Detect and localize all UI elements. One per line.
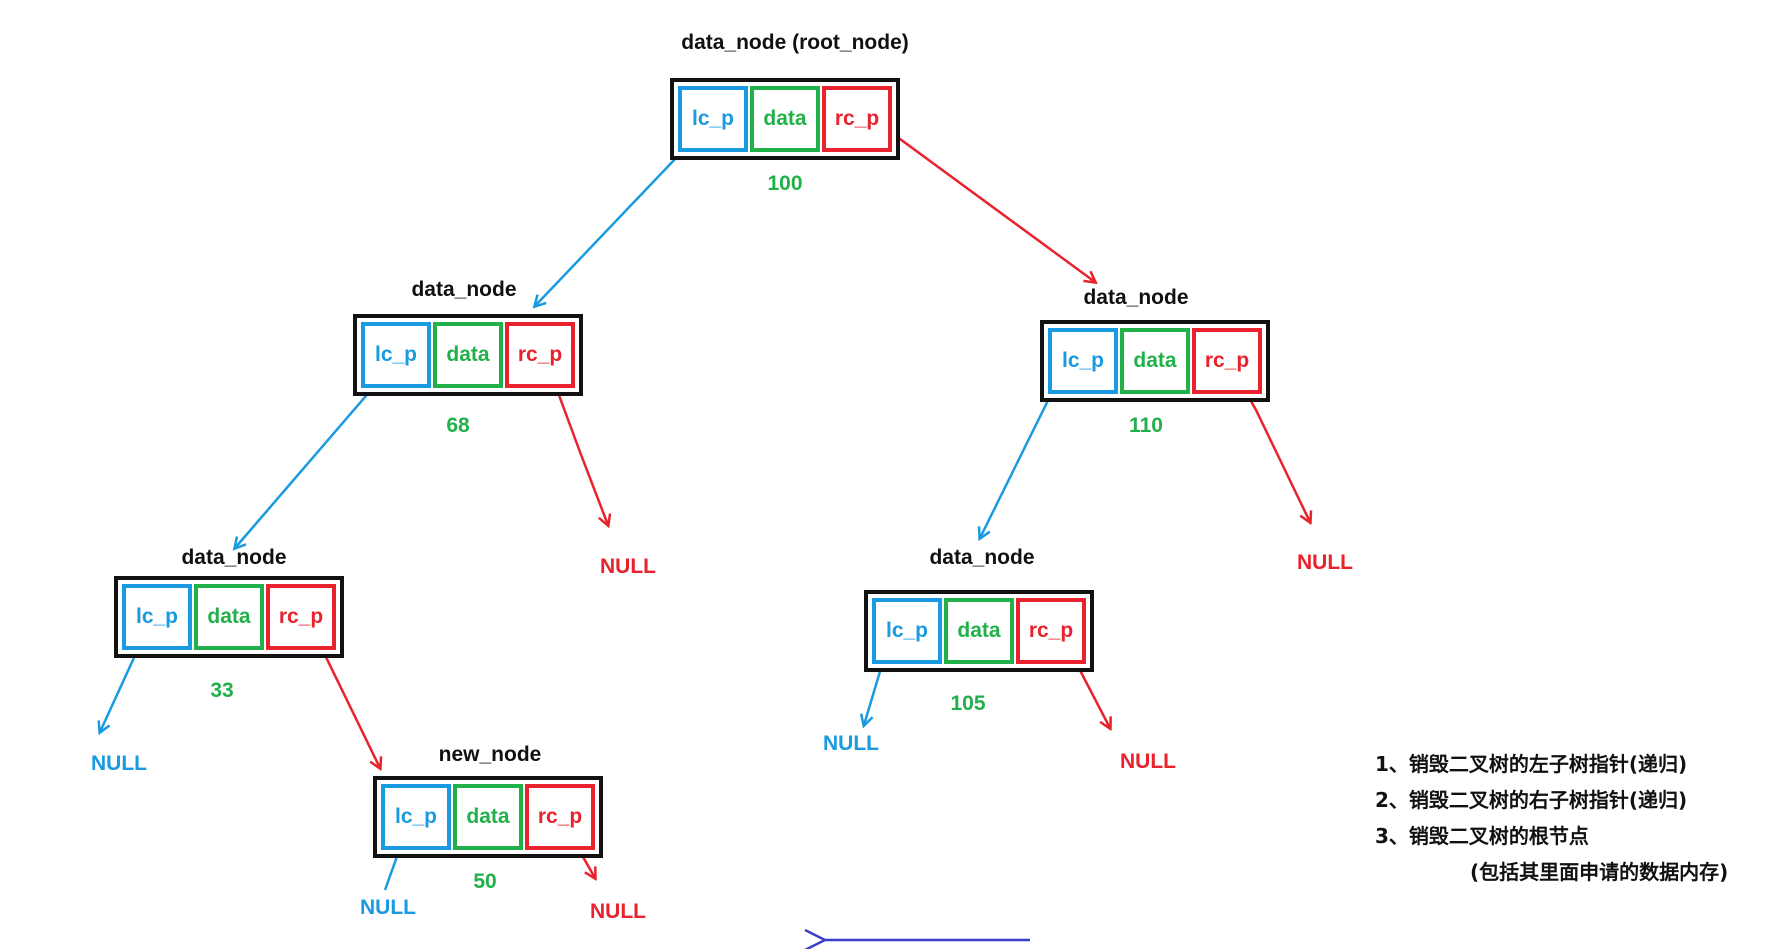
right-child-pointer-cell: rc_p [1192, 328, 1262, 394]
new-node: lc_p data rc_p [373, 776, 603, 858]
right-child-pointer-cell: rc_p [525, 784, 595, 850]
root-left-pointer-arrow [535, 157, 677, 306]
step-1: 1、销毁二叉树的左子树指针(递归) [1375, 752, 1688, 776]
n110-node-title: data_node [1083, 286, 1189, 309]
n105-node-value: 105 [950, 692, 986, 715]
right-child-pointer-cell: rc_p [266, 584, 336, 650]
data-cell: data [944, 598, 1014, 664]
n110-right-null-label: NULL [1297, 551, 1353, 574]
step-2: 2、销毁二叉树的右子树指针(递归) [1375, 788, 1688, 812]
data-cell: data [1120, 328, 1190, 394]
root-node: lc_p data rc_p [670, 78, 900, 160]
data-cell: data [194, 584, 264, 650]
n33-node-title: data_node [181, 546, 287, 569]
n50-node-title: new_node [438, 743, 542, 766]
n105-node-title: data_node [929, 546, 1035, 569]
data-cell: data [433, 322, 503, 388]
root-node-title: data_node (root_node) [681, 31, 909, 54]
n50-left-null-label: NULL [360, 896, 416, 919]
n68-right-null-label: NULL [600, 555, 656, 578]
step-3: 3、销毁二叉树的根节点 [1375, 824, 1589, 848]
n33-left-null-label: NULL [91, 752, 147, 775]
destroy-steps-list: 1、销毁二叉树的左子树指针(递归) 2、销毁二叉树的右子树指针(递归) 3、销毁… [1375, 746, 1728, 890]
n33-node: lc_p data rc_p [114, 576, 344, 658]
data-cell: data [453, 784, 523, 850]
n68-node-title: data_node [411, 278, 517, 301]
n110-node: lc_p data rc_p [1040, 320, 1270, 402]
root-right-pointer-arrow [869, 115, 1095, 282]
n110-node-value: 110 [1129, 414, 1163, 437]
n50-node-value: 50 [473, 870, 497, 893]
n105-node: lc_p data rc_p [864, 590, 1094, 672]
right-child-pointer-cell: rc_p [822, 86, 892, 152]
right-child-pointer-cell: rc_p [1016, 598, 1086, 664]
n68-node: lc_p data rc_p [353, 314, 583, 396]
data-cell: data [750, 86, 820, 152]
left-child-pointer-cell: lc_p [872, 598, 942, 664]
n68-left-pointer-arrow [235, 367, 391, 548]
n105-right-null-label: NULL [1120, 750, 1176, 773]
n33-node-value: 33 [210, 679, 234, 702]
n50-right-null-label: NULL [590, 900, 646, 923]
left-child-pointer-cell: lc_p [122, 584, 192, 650]
left-child-pointer-cell: lc_p [361, 322, 431, 388]
left-child-pointer-cell: lc_p [1048, 328, 1118, 394]
step-3-note: (包括其里面申请的数据内存) [1470, 860, 1729, 884]
n105-left-null-label: NULL [823, 732, 879, 755]
root-node-value: 100 [767, 172, 803, 195]
left-child-pointer-cell: lc_p [381, 784, 451, 850]
right-child-pointer-cell: rc_p [505, 322, 575, 388]
left-child-pointer-cell: lc_p [678, 86, 748, 152]
n68-node-value: 68 [446, 414, 470, 437]
